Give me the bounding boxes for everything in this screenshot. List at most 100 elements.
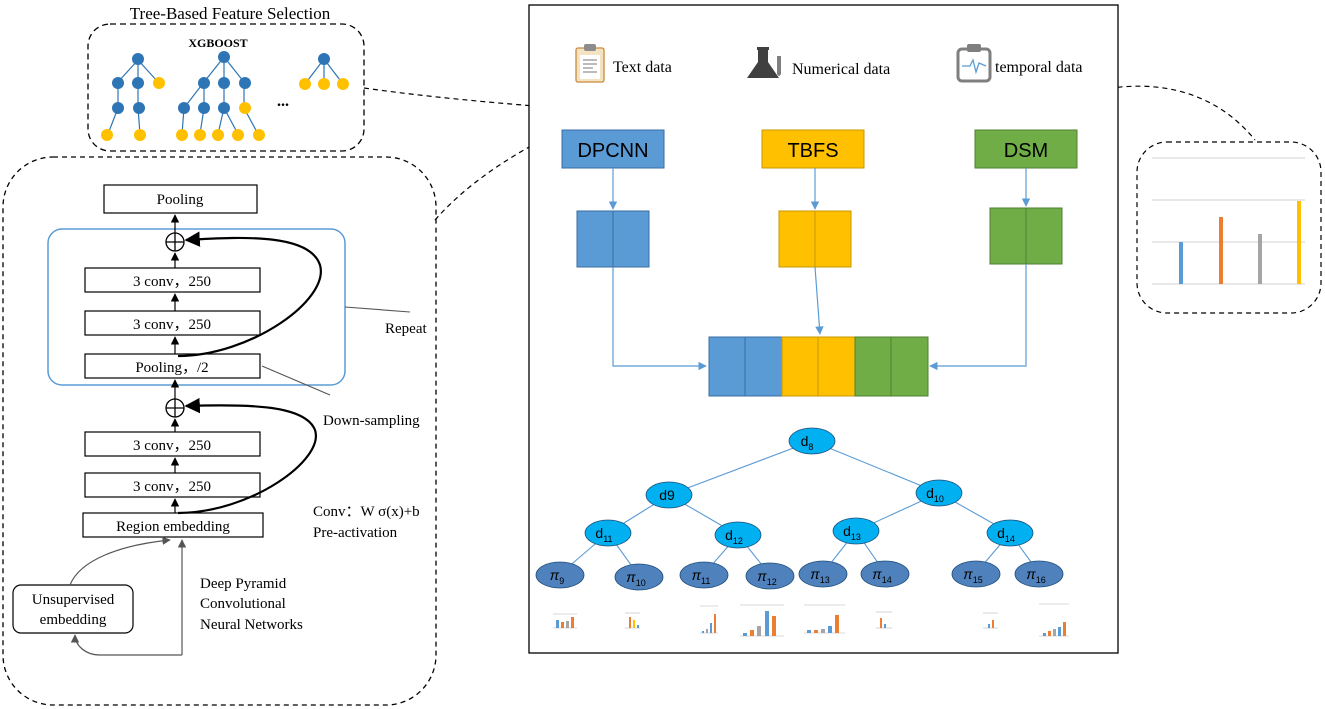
svg-text:DPCNN: DPCNN — [577, 140, 648, 162]
leaf-mini-chart-2 — [625, 612, 640, 629]
dpcnn-conv-3: 3 conv，250 — [84, 431, 261, 457]
dpcnn-feature-vector — [576, 210, 650, 268]
xgboost-dashed-frame — [87, 23, 365, 152]
leaf-mini-chart-4 — [740, 604, 784, 637]
svg-text:embedding: embedding — [40, 612, 107, 628]
numerical-data-label: Numerical data — [792, 61, 890, 78]
xgboost-panel: Tree-Based Feature Selection XGBOOST — [87, 4, 365, 152]
main-panel: Text data Numerical data temporal data D… — [528, 4, 1119, 654]
tree-node-level1-right: d10 — [915, 479, 963, 507]
svg-text:π13: π13 — [810, 566, 829, 585]
dpcnn-fullname-line3: Neural Networks — [200, 617, 303, 633]
leaf-mini-chart-5 — [804, 604, 845, 634]
tree-leaf-6: π14 — [860, 560, 910, 588]
svg-text:π11: π11 — [692, 567, 711, 586]
dsm-bar-blue — [1179, 242, 1183, 284]
svg-text:d11: d11 — [595, 525, 612, 544]
tree-node-level1-left: d9 — [645, 481, 693, 509]
svg-text:3 conv，250: 3 conv，250 — [133, 479, 211, 495]
xgboost-tree-1 — [107, 59, 159, 135]
xgboost-label: XGBOOST — [188, 36, 247, 50]
svg-text:Region embedding: Region embedding — [116, 519, 230, 535]
unsupervised-to-region-arrow — [69, 536, 171, 586]
svg-text:d12: d12 — [725, 527, 743, 546]
svg-text:d8: d8 — [801, 433, 814, 452]
leaf-mini-chart-3 — [700, 605, 718, 634]
svg-text:d10: d10 — [926, 485, 944, 504]
svg-text:Pooling: Pooling — [157, 192, 204, 208]
svg-text:d14: d14 — [997, 525, 1015, 544]
dpcnn-panel: Pooling 3 conv，250 3 conv，250 Pooling，/2 — [2, 156, 437, 706]
tbfs-module: TBFS — [761, 129, 865, 169]
svg-text:π12: π12 — [757, 568, 776, 587]
dsm-chart-dashed-frame — [1136, 141, 1322, 314]
xgboost-heading: Tree-Based Feature Selection — [130, 4, 331, 23]
plus-node-bottom — [165, 398, 185, 418]
leaf-mini-chart-8 — [1039, 603, 1069, 637]
plus-node-top — [165, 232, 185, 252]
svg-text:TBFS: TBFS — [787, 140, 838, 162]
tree-leaf-2: π10 — [614, 563, 664, 591]
dsm-bar-yellow — [1297, 201, 1301, 284]
tree-leaf-7: π15 — [951, 560, 1001, 588]
tree-node-level2-a: d11 — [584, 519, 632, 547]
repeat-label: Repeat — [385, 321, 427, 337]
tree-node-level2-b: d12 — [714, 521, 762, 549]
text-data-label: Text data — [613, 59, 672, 76]
tree-node-root: d8 — [788, 427, 836, 455]
dsm-chart-panel — [1136, 141, 1322, 314]
tree-node-level2-c: d13 — [832, 517, 880, 545]
xgboost-ellipsis: ... — [277, 93, 289, 110]
lab-flask-icon — [747, 47, 781, 78]
svg-text:Pooling，/2: Pooling，/2 — [135, 360, 208, 376]
svg-text:π9: π9 — [550, 567, 564, 586]
skip-connection-lower — [177, 397, 317, 515]
tree-leaf-3: π11 — [679, 561, 729, 589]
leaf-mini-chart-6 — [876, 611, 892, 629]
svg-text:d9: d9 — [659, 487, 675, 503]
clipboard-icon — [575, 44, 605, 83]
svg-text:DSM: DSM — [1004, 140, 1048, 162]
concatenated-feature-vector — [708, 336, 929, 397]
temporal-data-label: temporal data — [995, 59, 1083, 76]
dpcnn-conv-4: 3 conv，250 — [84, 472, 261, 498]
svg-text:Unsupervised: Unsupervised — [32, 592, 115, 608]
svg-text:3 conv，250: 3 conv，250 — [133, 317, 211, 333]
tree-leaf-1: π9 — [535, 561, 585, 589]
dpcnn-conv-1: 3 conv，250 — [84, 267, 261, 293]
svg-text:3 conv，250: 3 conv，250 — [133, 274, 211, 290]
dsm-bar-gray — [1258, 234, 1262, 284]
dsm-bar-orange — [1219, 217, 1223, 284]
svg-text:π14: π14 — [872, 566, 891, 585]
unsupervised-embedding-box: Unsupervised embedding — [12, 584, 134, 634]
downsampling-pointer-line — [261, 365, 331, 396]
leaf-mini-chart-1 — [553, 613, 577, 629]
conv-formula-label: Conv：W σ(x)+b — [313, 504, 420, 520]
leaf-mini-chart-7 — [983, 612, 998, 629]
dpcnn-pooling-half: Pooling，/2 — [84, 353, 261, 379]
svg-text:π16: π16 — [1026, 566, 1045, 585]
svg-text:d13: d13 — [843, 523, 861, 542]
skip-connection-upper — [177, 231, 322, 358]
tree-leaf-8: π16 — [1014, 560, 1064, 588]
svg-text:3 conv，250: 3 conv，250 — [133, 438, 211, 454]
tbfs-feature-vector — [778, 210, 852, 268]
dpcnn-dashed-frame — [2, 156, 437, 706]
dpcnn-fullname-line2: Convolutional — [200, 596, 286, 612]
dpcnn-region-embedding: Region embedding — [82, 512, 264, 538]
svg-text:π10: π10 — [626, 569, 645, 588]
dsm-feature-vector — [989, 207, 1063, 265]
main-panel-frame — [528, 4, 1119, 654]
dpcnn-module: DPCNN — [561, 129, 665, 169]
tree-leaf-4: π12 — [745, 562, 795, 590]
repeat-pointer-line — [344, 306, 411, 313]
pre-activation-label: Pre-activation — [313, 525, 398, 541]
dpcnn-fullname-line1: Deep Pyramid — [200, 576, 287, 592]
down-sampling-label: Down-sampling — [323, 413, 420, 429]
dsm-module: DSM — [974, 129, 1078, 169]
input-to-unsupervised-arrow — [70, 634, 182, 656]
svg-text:π15: π15 — [963, 566, 982, 585]
dpcnn-conv-2: 3 conv，250 — [84, 310, 261, 336]
dpcnn-to-panel-connector — [434, 129, 563, 221]
